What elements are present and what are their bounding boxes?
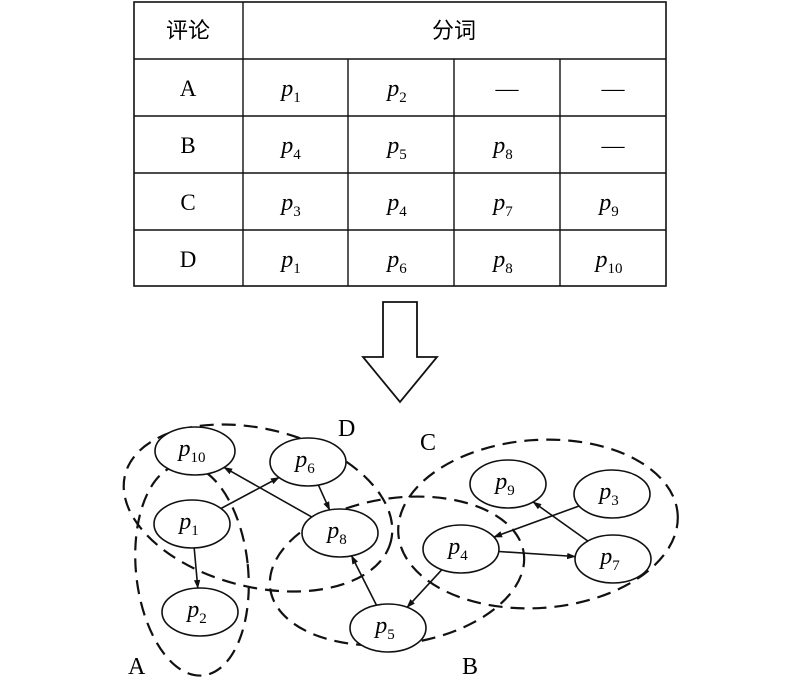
- node-p4: p4: [422, 524, 500, 574]
- edge-p6-to-p8: [317, 484, 331, 511]
- table-cell-dash: —: [601, 76, 626, 101]
- node-label: p1: [177, 509, 199, 539]
- node-label: p4: [446, 534, 468, 564]
- group-d-boundary: [122, 423, 394, 593]
- edge-p4-to-p5: [406, 569, 443, 608]
- node-ellipse: [573, 469, 651, 519]
- edges: [193, 466, 589, 608]
- node-ellipse: [269, 437, 347, 487]
- table-cell-term: p7: [491, 190, 513, 220]
- node-ellipse: [301, 508, 379, 558]
- node-ellipse: [422, 524, 500, 574]
- nodes: p1 p2 p3 p4 p5 p6 p7 p8 p9 p10: [153, 426, 652, 653]
- row-label-b: B: [180, 133, 195, 158]
- node-ellipse: [161, 587, 239, 637]
- edge-p7-to-p9: [532, 501, 589, 542]
- node-p6: p6: [269, 437, 347, 487]
- node-label: p9: [493, 469, 515, 499]
- table-cell-term: p8: [491, 247, 513, 277]
- table-cell-term: p8: [491, 133, 513, 163]
- table-cell-term: p3: [279, 190, 301, 220]
- node-p7: p7: [574, 534, 652, 584]
- node-ellipse: [574, 534, 652, 584]
- row-label-c: C: [180, 190, 195, 215]
- group-label-b: B: [462, 654, 478, 680]
- group-label-a: A: [128, 654, 146, 680]
- node-label: p2: [185, 597, 207, 627]
- node-p2: p2: [161, 587, 239, 637]
- down-arrow-icon: [361, 301, 439, 404]
- table-cell-dash: —: [601, 133, 626, 158]
- row-label-a: A: [180, 76, 197, 101]
- node-p3: p3: [573, 469, 651, 519]
- node-label: p5: [373, 613, 395, 643]
- node-ellipse: [154, 426, 236, 476]
- node-label: p3: [597, 479, 619, 509]
- header-segmentation: 分词: [432, 19, 476, 44]
- node-label: p8: [325, 518, 347, 548]
- table-cell-term: p4: [385, 190, 407, 220]
- group-label-c: C: [420, 430, 436, 456]
- node-p5: p5: [349, 603, 427, 653]
- table-cell-term: p2: [385, 76, 407, 106]
- row-label-d: D: [180, 247, 197, 272]
- group-label-d: D: [338, 416, 355, 442]
- edge-p3-to-p4: [493, 505, 580, 538]
- node-p10: p10: [154, 426, 236, 476]
- node-ellipse: [469, 459, 547, 509]
- table-cell-dash: —: [495, 76, 520, 101]
- table-cell-term: p5: [385, 133, 407, 163]
- table-cell-term: p1: [279, 247, 301, 277]
- table-cell-term: p1: [279, 76, 301, 106]
- edge-p1-to-p2: [193, 547, 201, 589]
- node-ellipse: [153, 499, 231, 549]
- edge-p4-to-p7: [498, 550, 577, 560]
- node-label: p10: [177, 436, 206, 466]
- header-review: 评论: [166, 19, 210, 44]
- node-p1: p1: [153, 499, 231, 549]
- table-cell-term: p6: [385, 247, 407, 277]
- group-c-boundary: [397, 438, 679, 610]
- table-cells: p1 p2 — — p4 p5 p8 — p3 p4 p7 p9 p1 p6 p8 p10: [279, 76, 625, 277]
- node-label: p6: [293, 447, 315, 477]
- node-ellipse: [349, 603, 427, 653]
- edge-p8-to-p10: [223, 466, 313, 518]
- table-cell-term: p9: [597, 190, 619, 220]
- node-p8: p8: [301, 508, 379, 558]
- table-border: [133, 1, 667, 287]
- node-label: p7: [598, 544, 620, 574]
- group-a-boundary: [134, 463, 250, 677]
- edge-p1-to-p6: [220, 476, 280, 510]
- edge-p5-to-p8: [350, 555, 378, 606]
- table-cell-term: p10: [594, 247, 623, 277]
- node-p9: p9: [469, 459, 547, 509]
- table-cell-term: p4: [279, 133, 301, 163]
